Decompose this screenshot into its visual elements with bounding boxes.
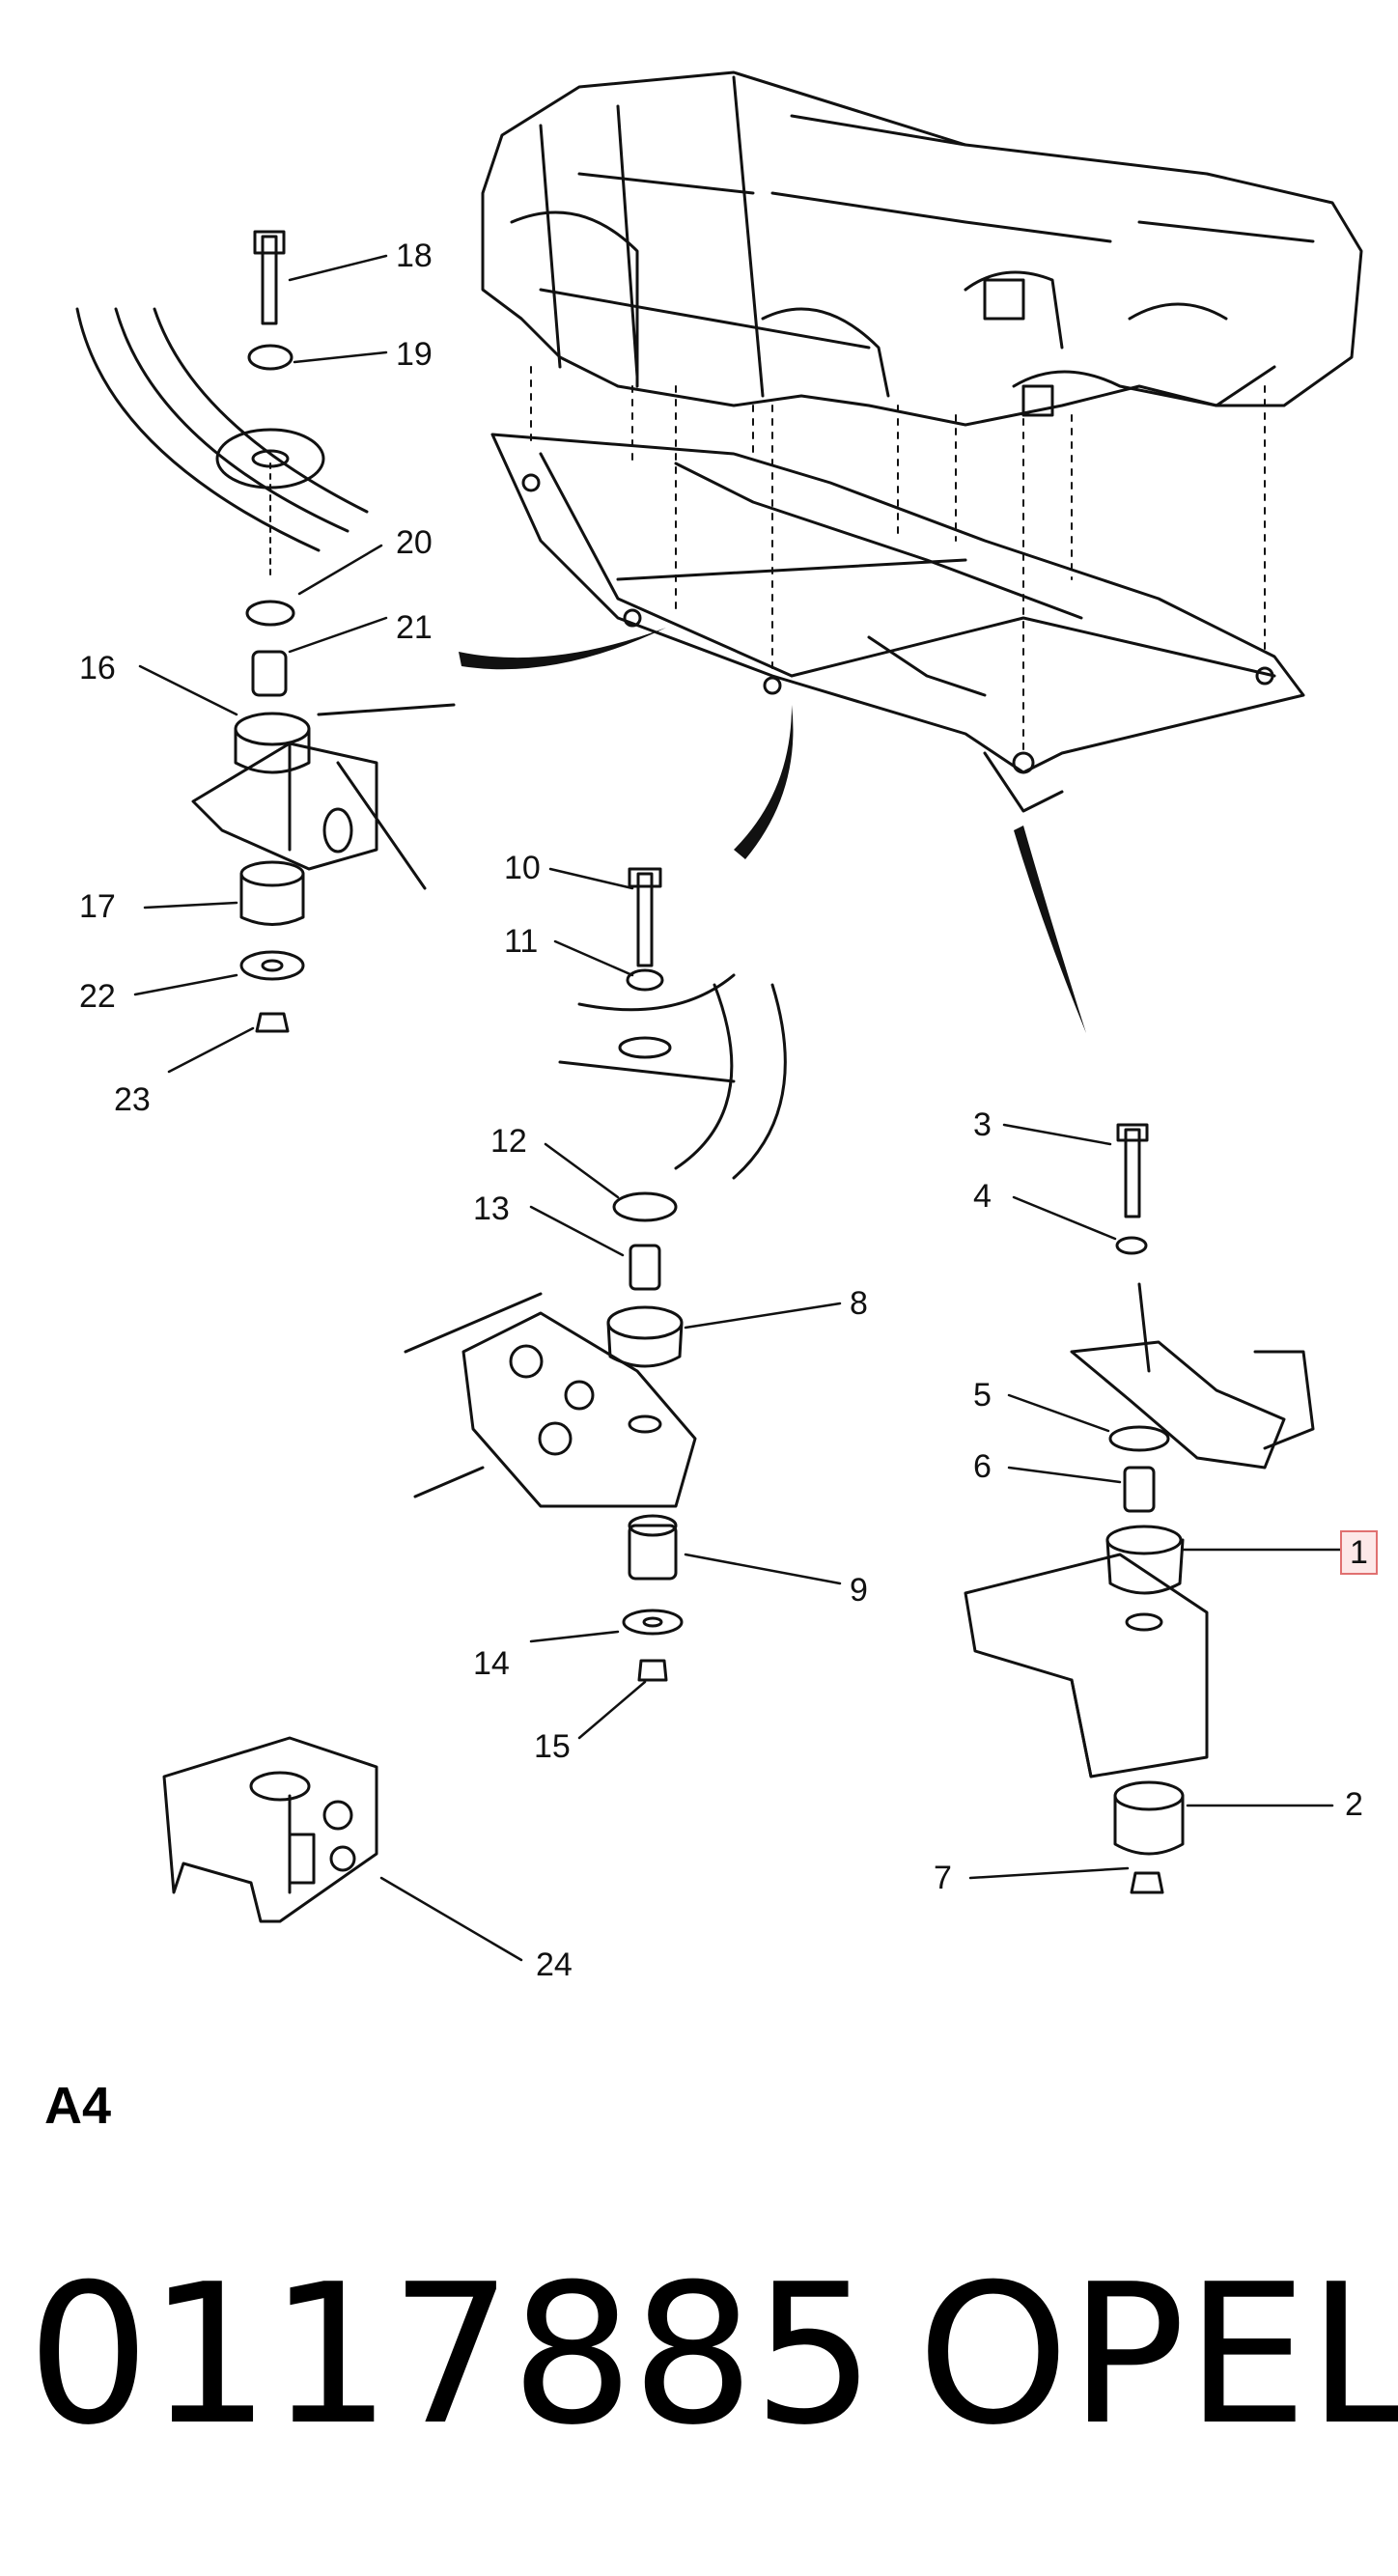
left-mount-assembly xyxy=(75,230,456,1033)
callout-18: 18 xyxy=(396,238,433,274)
callout-8: 8 xyxy=(850,1285,868,1322)
callout-12: 12 xyxy=(490,1123,527,1160)
leader-lines xyxy=(133,254,1344,1962)
callout-2: 2 xyxy=(1345,1786,1363,1823)
chassis-frame xyxy=(490,433,1305,813)
callout-7: 7 xyxy=(934,1860,952,1896)
callout-11: 11 xyxy=(504,923,539,960)
callout-24: 24 xyxy=(536,1946,573,1983)
callout-19: 19 xyxy=(396,336,433,373)
mount-guide-lines xyxy=(530,366,1266,754)
exploded-parts-diagram xyxy=(75,70,1363,1962)
callout-3: 3 xyxy=(973,1106,992,1143)
callout-10: 10 xyxy=(504,850,541,886)
callout-16: 16 xyxy=(79,650,116,686)
callout-6: 6 xyxy=(973,1448,992,1485)
callout-5: 5 xyxy=(973,1377,992,1414)
callout-20: 20 xyxy=(396,524,433,561)
callout-23: 23 xyxy=(114,1081,151,1118)
callout-15: 15 xyxy=(534,1728,571,1765)
callout-14: 14 xyxy=(473,1645,510,1682)
callout-1-highlighted[interactable]: 1 xyxy=(1340,1530,1378,1575)
brand-name: OPEL xyxy=(917,2243,1398,2468)
middle-mount-assembly xyxy=(404,867,787,1682)
right-mount-assembly xyxy=(964,1123,1315,1894)
section-code: A4 xyxy=(44,2077,112,2135)
callout-4: 4 xyxy=(973,1178,992,1215)
vehicle-body-shell xyxy=(481,70,1363,427)
callout-21: 21 xyxy=(396,609,433,646)
callout-22: 22 xyxy=(79,978,116,1015)
assembly-arrows xyxy=(459,628,1086,1033)
callout-17: 17 xyxy=(79,888,116,925)
bracket-24 xyxy=(162,1736,378,1923)
callout-13: 13 xyxy=(473,1190,510,1227)
callout-9: 9 xyxy=(850,1572,868,1609)
part-number: 0117885 xyxy=(27,2243,876,2468)
